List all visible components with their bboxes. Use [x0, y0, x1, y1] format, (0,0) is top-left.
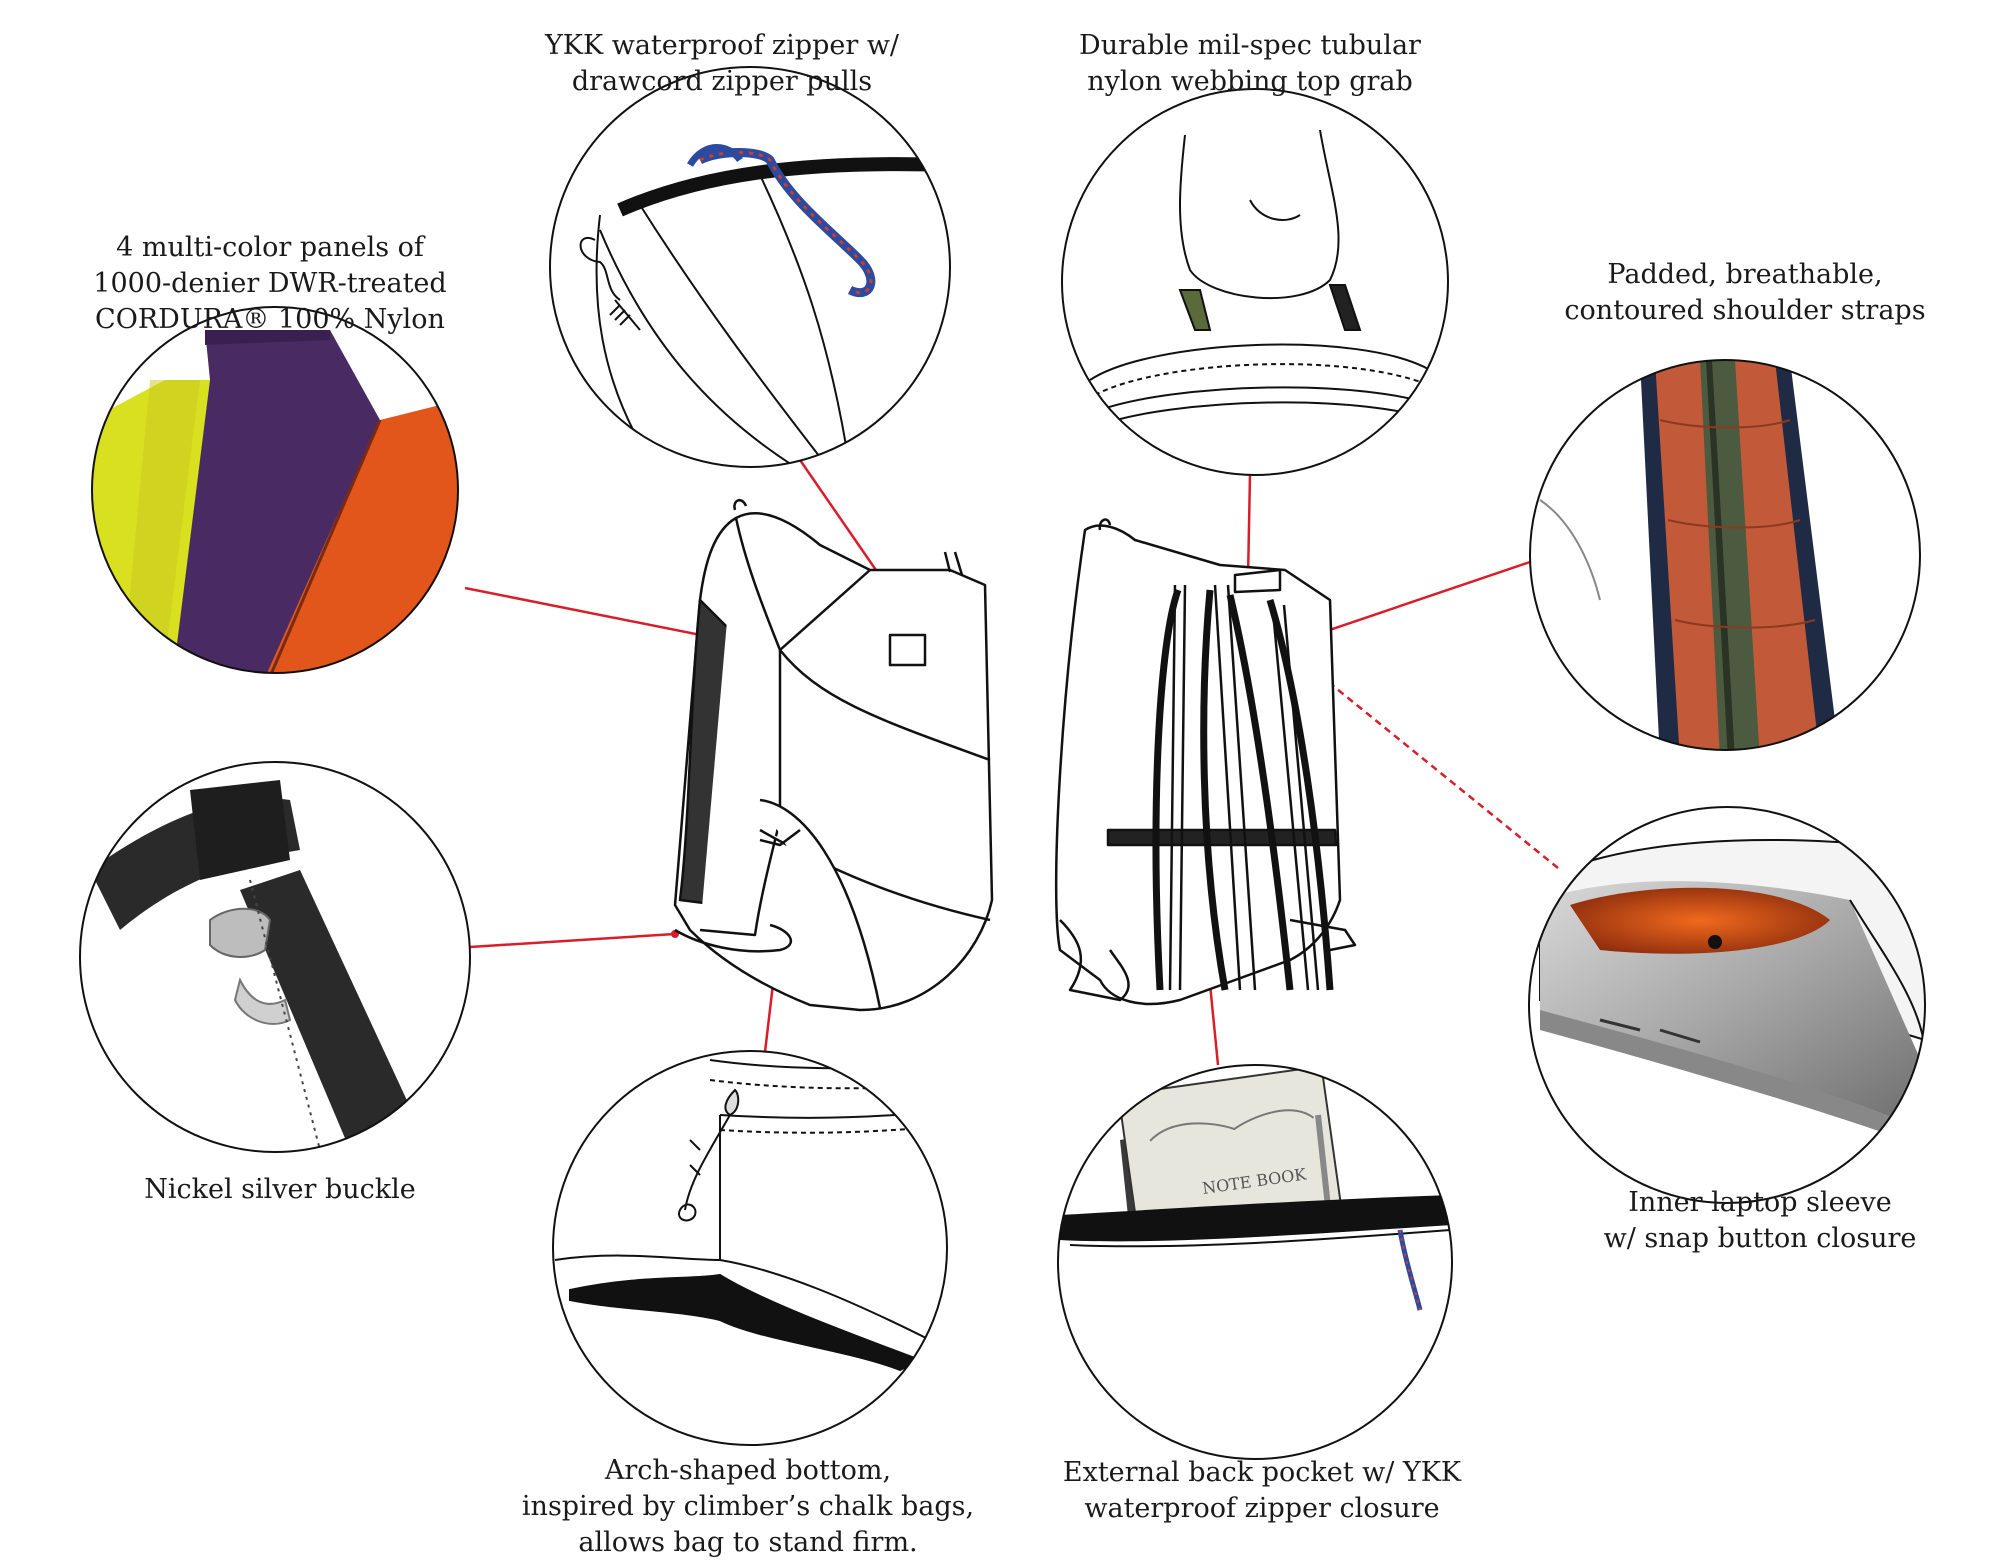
zipper-detail-circle — [549, 66, 951, 468]
label-zipper-line-1: YKK waterproof zipper w/ — [544, 30, 900, 61]
label-straps-line-2: contoured shoulder straps — [1564, 295, 1926, 326]
laptop-detail-circle — [1528, 806, 1926, 1204]
label-pocket: External back pocket w/ YKK waterproof z… — [1063, 1455, 1461, 1527]
panels-detail-circle — [91, 306, 459, 674]
backpack-back-drawing — [1054, 518, 1357, 1006]
backpack-front-drawing — [673, 498, 994, 1012]
label-grab-line-2: nylon webbing top grab — [1087, 66, 1413, 97]
label-zipper-line-2: drawcord zipper pulls — [571, 66, 873, 97]
buckle-detail-circle — [79, 761, 471, 1153]
leader-straps — [1302, 560, 1531, 641]
label-laptop-line-2: w/ snap button closure — [1603, 1223, 1917, 1254]
label-straps-line-1: Padded, breathable, — [1607, 259, 1883, 290]
grab-detail-circle — [1061, 88, 1449, 476]
label-laptop-line-1: Inner laptop sleeve — [1628, 1187, 1892, 1218]
label-panels: 4 multi-color panels of 1000-denier DWR-… — [93, 230, 446, 338]
leader-buckle — [469, 932, 676, 949]
leader-lines — [464, 459, 1559, 1066]
label-straps: Padded, breathable, contoured shoulder s… — [1564, 257, 1925, 329]
label-bottom-line-3: allows bag to stand firm. — [578, 1527, 918, 1558]
label-buckle: Nickel silver buckle — [144, 1172, 416, 1208]
label-bottom: Arch-shaped bottom, inspired by climber’… — [522, 1453, 974, 1561]
pocket-detail-circle: NOTE BOOK — [1057, 1064, 1453, 1460]
label-laptop: Inner laptop sleeve w/ snap button closu… — [1604, 1185, 1917, 1257]
label-buckle-line-1: Nickel silver buckle — [144, 1174, 416, 1205]
bottom-detail-circle — [552, 1050, 948, 1446]
label-bottom-line-1: Arch-shaped bottom, — [604, 1455, 892, 1486]
label-bottom-line-2: inspired by climber’s chalk bags, — [521, 1491, 975, 1522]
label-grab: Durable mil-spec tubular nylon webbing t… — [1079, 28, 1421, 100]
label-panels-line-1: 4 multi-color panels of — [116, 232, 424, 263]
straps-detail-circle — [1529, 359, 1921, 751]
label-panels-line-3: CORDURA® 100% Nylon — [95, 304, 445, 335]
label-pocket-line-2: waterproof zipper closure — [1084, 1493, 1440, 1524]
label-zipper: YKK waterproof zipper w/ drawcord zipper… — [545, 28, 899, 100]
leader-grab — [1246, 474, 1252, 579]
leader-zipper — [798, 459, 880, 574]
label-panels-line-2: 1000-denier DWR-treated — [93, 268, 447, 299]
label-pocket-line-1: External back pocket w/ YKK — [1062, 1457, 1462, 1488]
label-grab-line-1: Durable mil-spec tubular — [1079, 30, 1421, 61]
